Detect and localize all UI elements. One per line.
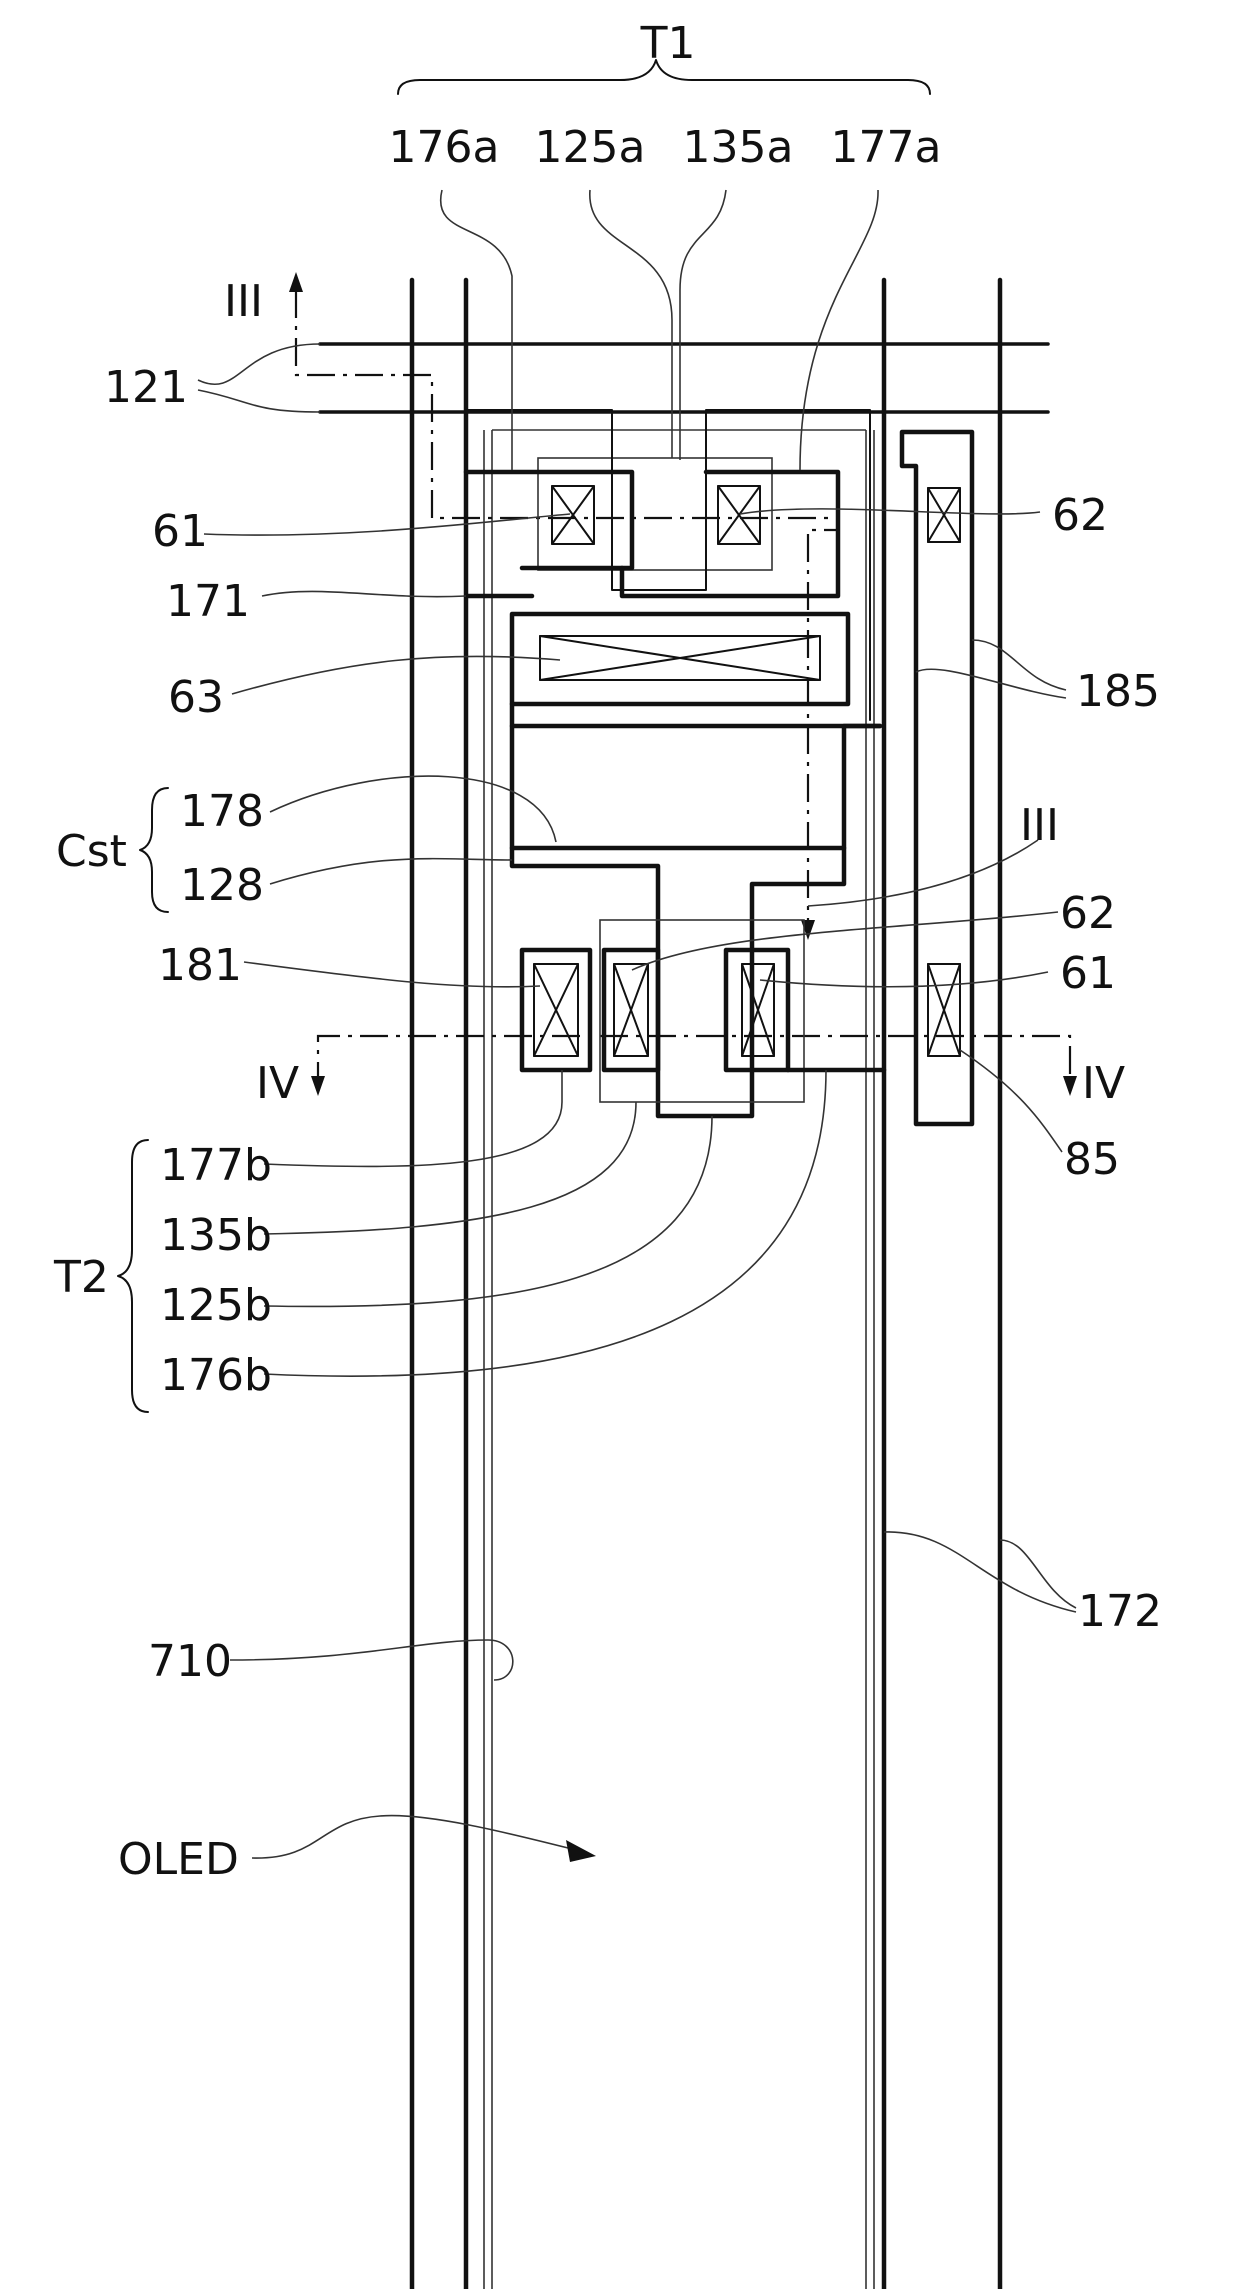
storage-line-178 <box>512 726 880 848</box>
drain-electrode-177a <box>622 472 838 596</box>
label-85: 85 <box>1064 1134 1120 1185</box>
label-62-mid: 62 <box>1060 888 1116 939</box>
label-121: 121 <box>104 362 188 413</box>
label-135b: 135b <box>160 1210 272 1261</box>
label-t1: T1 <box>640 18 696 69</box>
contact-hole-62-top <box>718 486 760 544</box>
label-125a: 125a <box>535 122 646 173</box>
label-178: 178 <box>180 786 264 837</box>
label-62-top: 62 <box>1052 490 1108 541</box>
label-176b: 176b <box>160 1350 272 1401</box>
label-135a: 135a <box>683 122 794 173</box>
label-iii-right: III <box>1020 800 1059 851</box>
label-171: 171 <box>166 576 250 627</box>
pixel-electrode-710 <box>484 430 874 2289</box>
label-iii-top: III <box>224 276 263 327</box>
section-line-iii <box>289 272 838 940</box>
arrow-iv-left <box>311 1076 325 1096</box>
driving-voltage-line-172 <box>884 280 1000 2289</box>
label-128: 128 <box>180 860 264 911</box>
brace-cst <box>140 788 168 912</box>
label-cst: Cst <box>56 826 127 877</box>
data-line-171 <box>412 280 466 2289</box>
gate-line-121 <box>320 344 1048 412</box>
gate-electrode-125a <box>466 410 870 720</box>
section-line-iv <box>311 1036 1077 1096</box>
contact-hole-62-mid <box>604 950 658 1070</box>
source-electrode-176b <box>522 950 590 1070</box>
label-61-top: 61 <box>152 506 208 557</box>
label-172: 172 <box>1078 1586 1162 1637</box>
label-125b: 125b <box>160 1280 272 1331</box>
label-63: 63 <box>168 672 224 723</box>
arrow-iv-right <box>1063 1076 1077 1096</box>
arrow-oled <box>566 1840 596 1862</box>
arrow-iii-bottom <box>801 920 815 940</box>
label-185: 185 <box>1076 666 1160 717</box>
label-177a: 177a <box>831 122 942 173</box>
source-electrode-176a <box>466 472 632 568</box>
brace-t2 <box>118 1140 148 1412</box>
label-710: 710 <box>148 1636 232 1687</box>
drain-extension-177a-to-63 <box>512 614 848 704</box>
connecting-member-185 <box>902 432 972 1124</box>
arrow-iii-top <box>289 272 303 292</box>
label-61-mid: 61 <box>1060 948 1116 999</box>
label-iv-left: IV <box>256 1058 299 1109</box>
drain-electrode-177b <box>726 950 884 1070</box>
storage-electrode-128 <box>512 704 880 1116</box>
label-t2: T2 <box>53 1252 109 1303</box>
label-181: 181 <box>158 940 242 991</box>
label-177b: 177b <box>160 1140 272 1191</box>
label-iv-right: IV <box>1082 1058 1125 1109</box>
leader-lines <box>118 60 1076 1862</box>
label-oled: OLED <box>118 1834 239 1885</box>
label-176a: 176a <box>389 122 500 173</box>
